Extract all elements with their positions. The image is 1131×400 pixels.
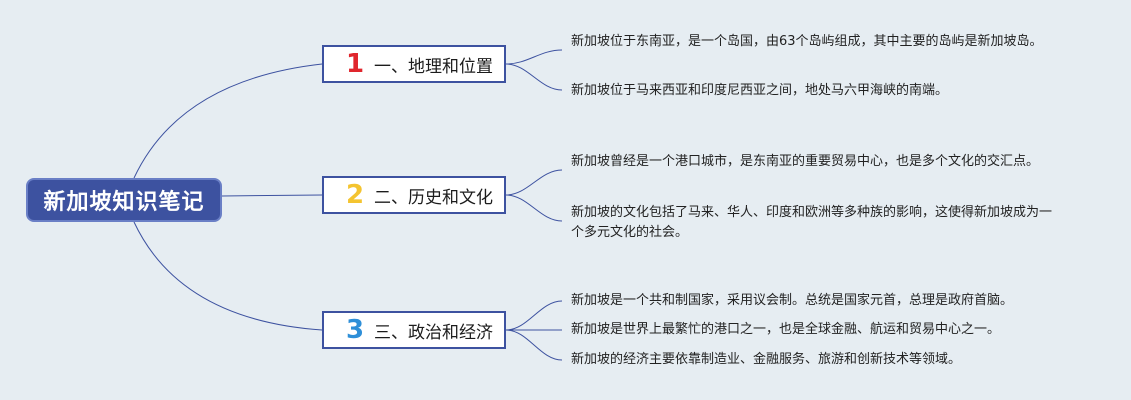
connector-root-branch-1: [133, 63, 323, 179]
number-one-icon: 1: [345, 49, 365, 79]
note-politics-2[interactable]: 新加坡是世界上最繁忙的港口之一，也是全球金融、航运和贸易中心之一。: [571, 322, 1001, 337]
connector-branch-2-note-1: [505, 169, 563, 196]
connector-branch-1-note-1: [505, 49, 563, 65]
connector-branch-3-note-1: [505, 300, 563, 331]
branch-title: 三、政治和经济: [374, 322, 493, 343]
root-title: 新加坡知识笔记: [43, 190, 205, 215]
branch-node-politics[interactable]: 3 三、政治和经济: [322, 311, 506, 349]
branch-node-history[interactable]: 2 二、历史和文化: [322, 176, 506, 214]
branch-title: 二、历史和文化: [374, 187, 493, 208]
connector-branch-3-note-3: [505, 329, 563, 361]
connector-root-branch-2: [221, 194, 323, 197]
note-history-2[interactable]: 新加坡的文化包括了马来、华人、印度和欧洲等多种族的影响，这使得新加坡成为一个多元…: [571, 205, 1053, 240]
connector-root-branch-3: [133, 221, 323, 331]
connector-branch-2-note-2: [505, 194, 563, 222]
connector-branch-1-note-2: [505, 63, 563, 91]
note-geography-1[interactable]: 新加坡位于东南亚，是一个岛国，由63个岛屿组成，其中主要的岛屿是新加坡岛。: [571, 34, 1043, 49]
branch-node-geography[interactable]: 1 一、地理和位置: [322, 45, 506, 83]
branch-title: 一、地理和位置: [374, 56, 493, 77]
note-politics-1[interactable]: 新加坡是一个共和制国家，采用议会制。总统是国家元首，总理是政府首脑。: [571, 293, 1014, 308]
note-geography-2[interactable]: 新加坡位于马来西亚和印度尼西亚之间，地处马六甲海峡的南端。: [571, 83, 949, 98]
number-two-icon: 2: [345, 180, 365, 210]
root-node[interactable]: 新加坡知识笔记: [26, 178, 222, 222]
number-three-icon: 3: [345, 315, 365, 345]
note-history-1[interactable]: 新加坡曾经是一个港口城市，是东南亚的重要贸易中心，也是多个文化的交汇点。: [571, 154, 1040, 169]
note-politics-3[interactable]: 新加坡的经济主要依靠制造业、金融服务、旅游和创新技术等领域。: [571, 352, 962, 367]
